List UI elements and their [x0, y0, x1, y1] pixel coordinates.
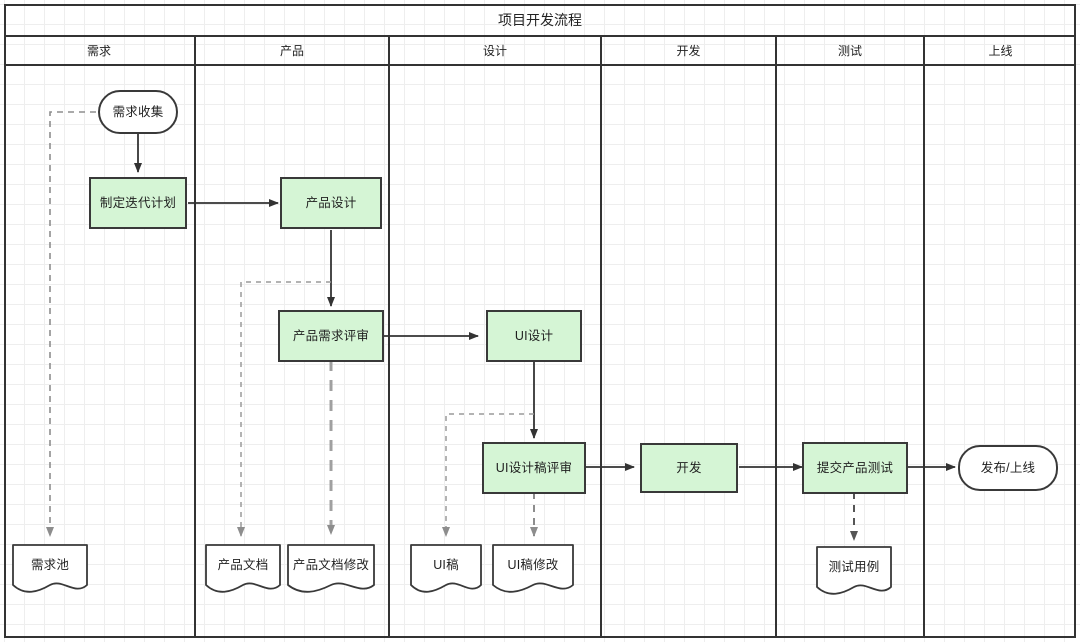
node-ui-review[interactable]: UI设计稿评审: [482, 442, 586, 494]
document-shape-icon: [492, 544, 574, 593]
node-label: 产品文档: [217, 558, 269, 572]
lane-header-release[interactable]: 上线: [925, 37, 1076, 66]
lane-header-product[interactable]: 产品: [196, 37, 390, 66]
document-shape-icon: [287, 544, 375, 593]
node-label: 测试用例: [828, 560, 880, 574]
node-submit-test[interactable]: 提交产品测试: [802, 442, 908, 494]
lane-header-test[interactable]: 测试: [777, 37, 925, 66]
node-ui-draft[interactable]: UI稿: [410, 544, 482, 596]
node-release[interactable]: 发布/上线: [958, 445, 1058, 491]
node-prod-review[interactable]: 产品需求评审: [278, 310, 384, 362]
node-label: 产品文档修改: [292, 558, 370, 572]
node-ui-design[interactable]: UI设计: [486, 310, 582, 362]
node-ui-draft-mod[interactable]: UI稿修改: [492, 544, 574, 596]
node-prod-doc[interactable]: 产品文档: [205, 544, 281, 596]
lane-header-requirement[interactable]: 需求: [4, 37, 196, 66]
page-title: 项目开发流程: [4, 4, 1076, 37]
node-dev[interactable]: 开发: [640, 443, 738, 493]
lane-header-design[interactable]: 设计: [390, 37, 602, 66]
node-label: UI稿: [433, 558, 459, 572]
document-shape-icon: [205, 544, 281, 593]
node-label: 需求池: [30, 558, 70, 572]
node-iter-plan[interactable]: 制定迭代计划: [89, 177, 187, 229]
document-shape-icon: [410, 544, 482, 593]
edge-req-collect-to-req-pool: [46, 111, 96, 537]
node-prod-doc-mod[interactable]: 产品文档修改: [287, 544, 375, 596]
document-shape-icon: [12, 544, 88, 593]
lane-header-dev[interactable]: 开发: [602, 37, 777, 66]
node-label: UI稿修改: [507, 558, 559, 572]
edge-prod-design-to-prod-doc: [237, 281, 331, 537]
node-req-pool[interactable]: 需求池: [12, 544, 88, 596]
node-test-case[interactable]: 测试用例: [816, 546, 892, 598]
document-shape-icon: [816, 546, 892, 595]
node-req-collect[interactable]: 需求收集: [98, 90, 178, 134]
node-prod-design[interactable]: 产品设计: [280, 177, 382, 229]
